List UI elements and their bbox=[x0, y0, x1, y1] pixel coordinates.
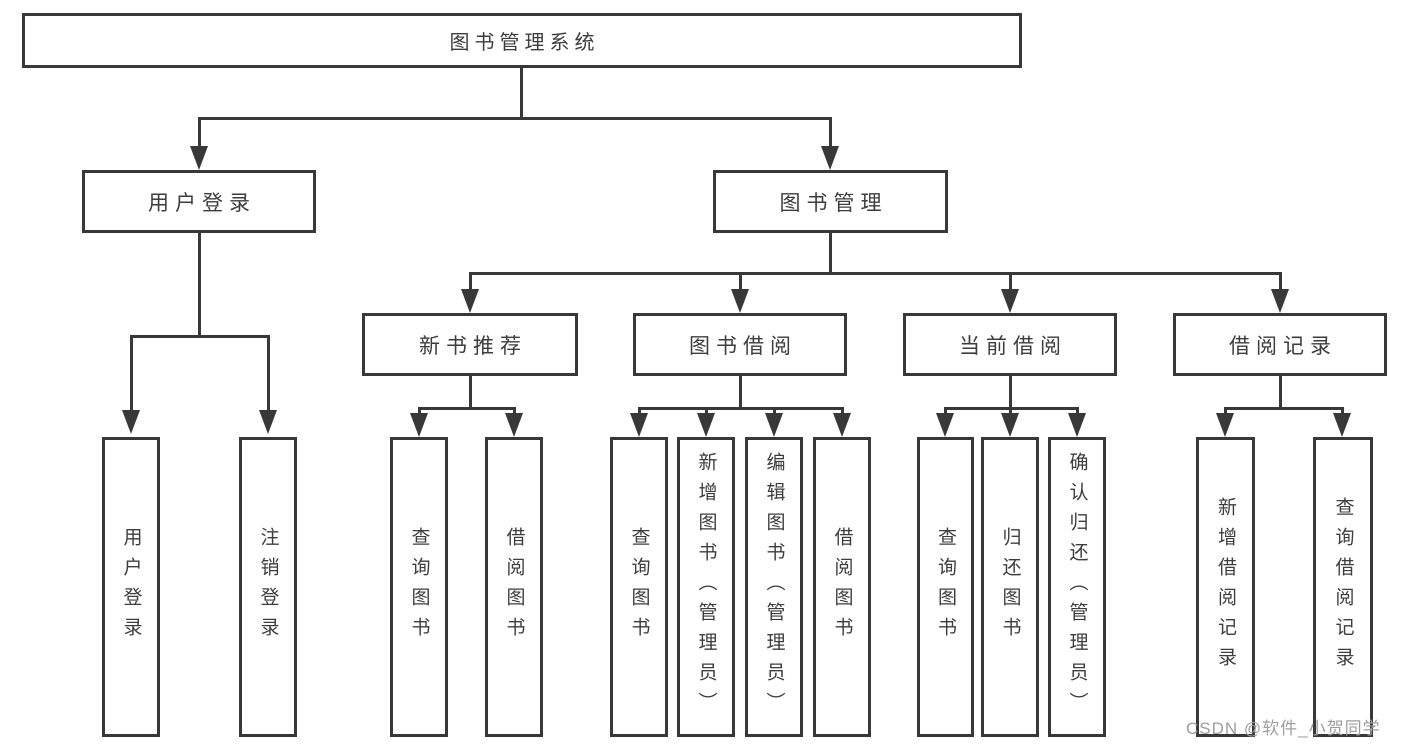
arrowhead-down-icon bbox=[259, 410, 277, 434]
leaf-label: 新增图书（管理员） bbox=[695, 452, 717, 722]
arrowhead-down-icon bbox=[731, 289, 749, 313]
connector-arrow-shaft bbox=[513, 407, 516, 417]
arrowhead-down-icon bbox=[936, 413, 954, 437]
connector-arrow-shaft bbox=[1009, 407, 1012, 417]
leaf-label: 归还图书 bbox=[999, 527, 1021, 647]
connector-arrow-shaft bbox=[1279, 272, 1282, 291]
arrowhead-down-icon bbox=[765, 413, 783, 437]
connector-arrow-shaft bbox=[198, 117, 201, 148]
leaf-label: 确认归还（管理员） bbox=[1066, 452, 1088, 722]
connector-level2-horizontal bbox=[469, 272, 1282, 275]
leaf-borrow-add-books-admin: 新增图书（管理员） bbox=[677, 437, 735, 737]
connector-arrow-shaft bbox=[773, 407, 776, 417]
arrowhead-down-icon bbox=[697, 413, 715, 437]
connector-group-horizontal bbox=[638, 407, 844, 410]
connector-arrow-shaft bbox=[1009, 272, 1012, 291]
connector-mgmt-vertical bbox=[829, 233, 832, 272]
node-label: 新书推荐 bbox=[419, 334, 527, 358]
connector-arrow-shaft bbox=[705, 407, 708, 417]
node-library-management-system: 图书管理系统 bbox=[22, 13, 1022, 68]
leaf-label: 借阅图书 bbox=[831, 527, 853, 647]
csdn-watermark: CSDN @软件_小贺同学 bbox=[1186, 719, 1381, 738]
arrowhead-down-icon bbox=[833, 413, 851, 437]
node-label: 图书管理 bbox=[779, 191, 888, 215]
node-label: 借阅记录 bbox=[1229, 334, 1337, 358]
connector-arrow-shaft bbox=[829, 117, 832, 148]
leaf-records-query-record: 查询借阅记录 bbox=[1313, 437, 1373, 737]
arrowhead-down-icon bbox=[190, 146, 208, 170]
connector-group-vertical bbox=[739, 376, 742, 407]
arrowhead-down-icon bbox=[630, 413, 648, 437]
node-label: 图书管理系统 bbox=[449, 32, 600, 54]
leaf-label: 用户登录 bbox=[120, 527, 142, 647]
leaf-borrow-borrow-books: 借阅图书 bbox=[813, 437, 871, 737]
node-label: 用户登录 bbox=[148, 191, 256, 215]
leaf-user-login: 用户登录 bbox=[102, 437, 160, 737]
node-book-borrow: 图书借阅 bbox=[633, 313, 847, 376]
leaf-label: 查询图书 bbox=[935, 527, 956, 647]
leaf-label: 借阅图书 bbox=[503, 527, 525, 647]
arrowhead-down-icon bbox=[410, 413, 428, 437]
leaf-label: 新增借阅记录 bbox=[1215, 497, 1236, 677]
node-user-login: 用户登录 bbox=[82, 170, 316, 233]
leaf-label: 编辑图书（管理员） bbox=[763, 452, 785, 722]
connector-arrow-shaft bbox=[130, 335, 133, 412]
leaf-logout-login: 注销登录 bbox=[239, 437, 297, 737]
leaf-current-return-books: 归还图书 bbox=[981, 437, 1039, 737]
node-current-borrow: 当前借阅 bbox=[903, 313, 1117, 376]
connector-group-vertical bbox=[469, 376, 472, 407]
leaf-recommend-query-books: 查询图书 bbox=[390, 437, 448, 737]
connector-arrow-shaft bbox=[841, 407, 844, 417]
node-book-management: 图书管理 bbox=[713, 170, 948, 233]
connector-arrow-shaft bbox=[638, 407, 641, 417]
connector-group-vertical bbox=[1279, 376, 1282, 407]
arrowhead-down-icon bbox=[505, 413, 523, 437]
leaf-borrow-query-books: 查询图书 bbox=[610, 437, 668, 737]
arrowhead-down-icon bbox=[1068, 413, 1086, 437]
connector-arrow-shaft bbox=[1341, 407, 1344, 417]
connector-arrow-shaft bbox=[739, 272, 742, 291]
arrowhead-down-icon bbox=[122, 410, 140, 434]
leaf-current-confirm-return-admin: 确认归还（管理员） bbox=[1048, 437, 1106, 737]
connector-login-horizontal bbox=[130, 335, 270, 338]
leaf-label: 查询图书 bbox=[628, 527, 650, 647]
connector-arrow-shaft bbox=[418, 407, 421, 417]
arrowhead-down-icon bbox=[821, 146, 839, 170]
node-borrow-records: 借阅记录 bbox=[1173, 313, 1387, 376]
leaf-label: 注销登录 bbox=[257, 527, 279, 647]
node-label: 当前借阅 bbox=[959, 334, 1067, 358]
connector-root-vertical bbox=[520, 68, 523, 117]
connector-arrow-shaft bbox=[944, 407, 947, 417]
arrowhead-down-icon bbox=[1216, 413, 1234, 437]
connector-arrow-shaft bbox=[267, 335, 270, 412]
arrowhead-down-icon bbox=[1333, 413, 1351, 437]
connector-level1-horizontal bbox=[198, 117, 832, 120]
node-new-book-recommend: 新书推荐 bbox=[362, 313, 578, 376]
connector-arrow-shaft bbox=[469, 272, 472, 291]
connector-group-horizontal bbox=[1224, 407, 1344, 410]
leaf-current-query-books: 查询图书 bbox=[917, 437, 974, 737]
leaf-label: 查询图书 bbox=[408, 527, 430, 647]
node-label: 图书借阅 bbox=[689, 334, 797, 358]
leaf-records-add-record: 新增借阅记录 bbox=[1196, 437, 1255, 737]
arrowhead-down-icon bbox=[1001, 289, 1019, 313]
leaf-recommend-borrow-books: 借阅图书 bbox=[485, 437, 543, 737]
connector-arrow-shaft bbox=[1224, 407, 1227, 417]
connector-group-horizontal bbox=[418, 407, 516, 410]
leaf-borrow-edit-books-admin: 编辑图书（管理员） bbox=[745, 437, 803, 737]
arrowhead-down-icon bbox=[461, 289, 479, 313]
connector-arrow-shaft bbox=[1076, 407, 1079, 417]
leaf-label: 查询借阅记录 bbox=[1332, 497, 1354, 677]
arrowhead-down-icon bbox=[1271, 289, 1289, 313]
arrowhead-down-icon bbox=[1001, 413, 1019, 437]
connector-login-vertical bbox=[198, 233, 201, 335]
connector-group-vertical bbox=[1009, 376, 1012, 407]
